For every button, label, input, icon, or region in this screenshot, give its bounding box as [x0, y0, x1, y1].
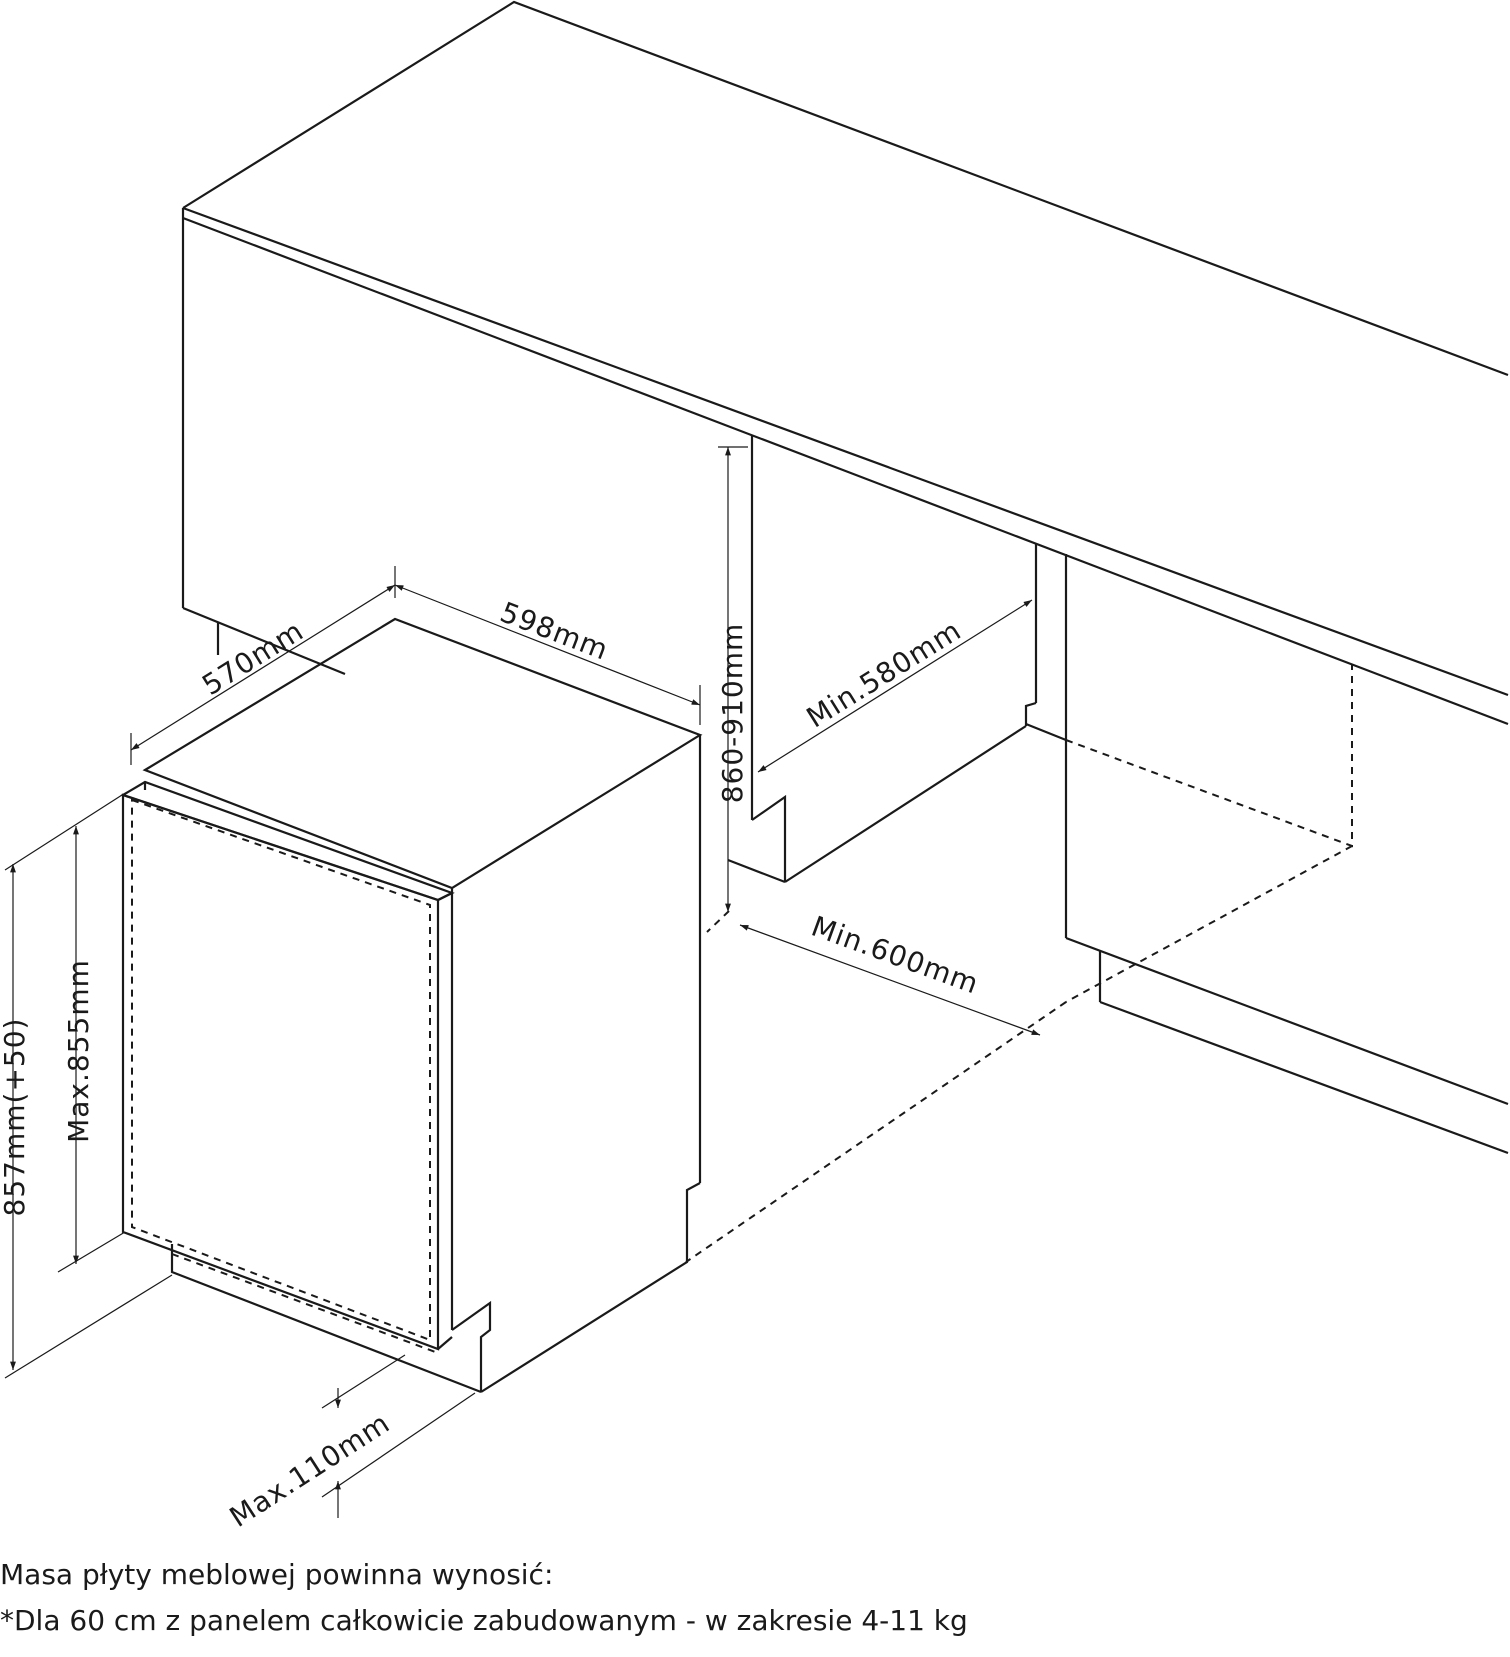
note-line-2: *Dla 60 cm z panelem całkowicie zabudowa…: [0, 1604, 968, 1637]
dishwasher-plinth: [170, 1244, 482, 1394]
niche-outline-dashed: [685, 664, 1353, 1263]
notes: Masa płyty meblowej powinna wynosić: *Dl…: [0, 1552, 1510, 1644]
total-height-label: 857mm(+50): [0, 1018, 31, 1217]
note-line-1: Masa płyty meblowej powinna wynosić:: [0, 1558, 554, 1591]
dishwasher-body: [142, 617, 703, 1393]
width-label: 598mm: [496, 595, 613, 666]
installation-diagram: 570mm 598mm 860-910mm Min.580mm Min.600m…: [0, 0, 1509, 1534]
dishwasher-door: [120, 780, 455, 1351]
niche-width-label: Min.600mm: [807, 910, 983, 1001]
niche-height-label: 860-910mm: [716, 623, 749, 804]
depth-label: 570mm: [196, 614, 309, 702]
kitchen-cabinet-run: [181, 0, 1509, 1155]
door-height-label: Max.855mm: [62, 959, 95, 1143]
niche-depth-label: Min.580mm: [801, 613, 967, 734]
plinth-height-label: Max.110mm: [224, 1406, 396, 1534]
dimension-lines: [4, 446, 1041, 1518]
